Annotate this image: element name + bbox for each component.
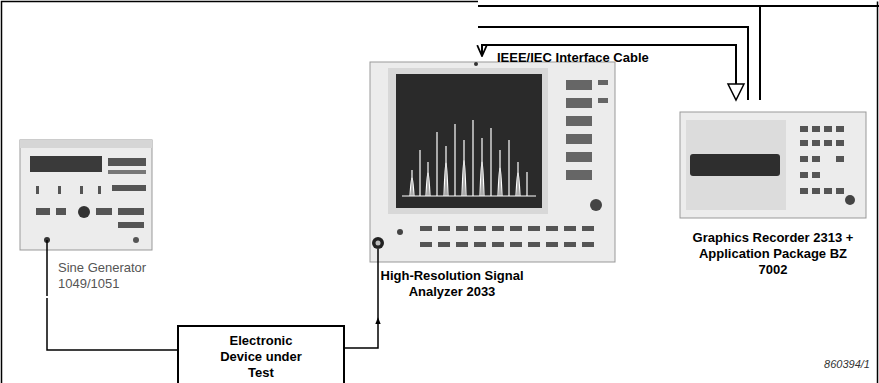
signal-analyzer-drawing [370, 62, 615, 318]
graphics-recorder-drawing [680, 112, 866, 218]
figure-number: 860394/1 [824, 356, 870, 372]
cable-label: IEEE/IEC Interface Cable [497, 50, 649, 66]
node-text: Sine Generator 1049/1051 [58, 260, 158, 292]
graphics-recorder: Graphics Recorder 2313 + Application Pac… [676, 100, 871, 284]
node-text: High-Resolution Signal Analyzer 2033 [377, 268, 527, 300]
device-box: Electronic Device under Test [177, 325, 345, 383]
node-text: Electronic Device under Test [209, 333, 313, 381]
signal-analyzer: High-Resolution Signal Analyzer 2033 [365, 56, 620, 318]
connector [47, 298, 177, 350]
connector [345, 318, 378, 348]
connector [482, 45, 736, 100]
sine-generator: Sine Generator 1049/1051 [18, 138, 158, 298]
node-text: Graphics Recorder 2313 + Application Pac… [690, 230, 856, 278]
